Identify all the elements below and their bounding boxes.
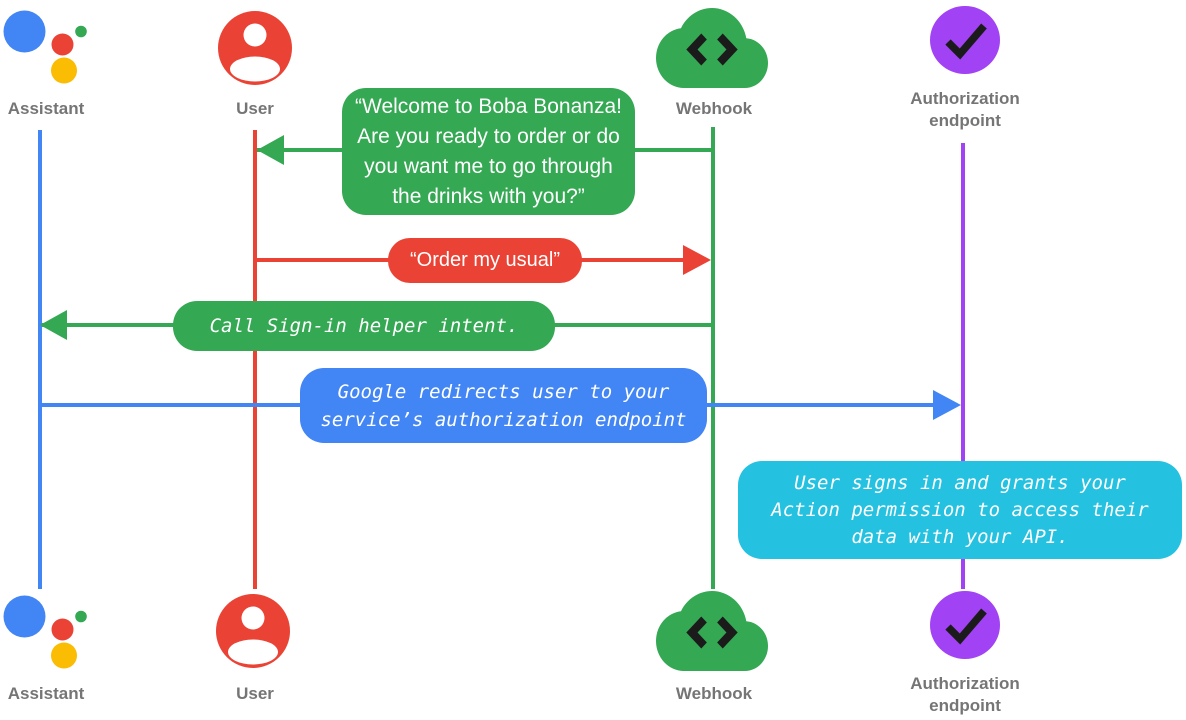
arrowhead-left-icon xyxy=(257,135,284,165)
webhook-lifeline xyxy=(711,127,715,589)
webhook-cloud-code-icon xyxy=(656,8,768,88)
message-bubble-redirect: Google redirects user to your service’s … xyxy=(300,368,707,443)
arrowhead-left-icon xyxy=(40,310,67,340)
authorization-endpoint-label: Authorization endpoint xyxy=(910,89,1020,130)
assistant-label: Assistant xyxy=(7,684,85,703)
assistant-lifeline xyxy=(38,130,42,589)
user-person-icon xyxy=(218,11,292,85)
authorization-endpoint-label: Authorization endpoint xyxy=(910,674,1020,715)
webhook-cloud-code-icon xyxy=(656,591,768,671)
webhook-label: Webhook xyxy=(675,99,753,118)
user-lifeline xyxy=(253,130,257,589)
user-label: User xyxy=(236,99,274,118)
user-label: User xyxy=(236,684,274,703)
google-assistant-icon xyxy=(3,595,87,669)
authorization-check-circle-icon xyxy=(930,591,1000,659)
message-bubble-welcome: “Welcome to Boba Bonanza! Are you ready … xyxy=(342,88,635,215)
note-bubble-user-signs-in: User signs in and grants your Action per… xyxy=(738,461,1182,559)
authorization-endpoint-lifeline xyxy=(961,143,965,589)
assistant-label: Assistant xyxy=(7,99,85,118)
authorization-check-circle-icon xyxy=(930,6,1000,74)
webhook-label: Webhook xyxy=(675,684,753,703)
user-person-icon xyxy=(216,594,290,668)
message-bubble-sign-in-helper: Call Sign-in helper intent. xyxy=(173,301,555,351)
google-assistant-icon xyxy=(3,10,87,84)
message-bubble-order-my-usual: “Order my usual” xyxy=(388,238,582,283)
arrowhead-right-icon xyxy=(683,245,711,275)
arrowhead-right-icon xyxy=(933,390,961,420)
